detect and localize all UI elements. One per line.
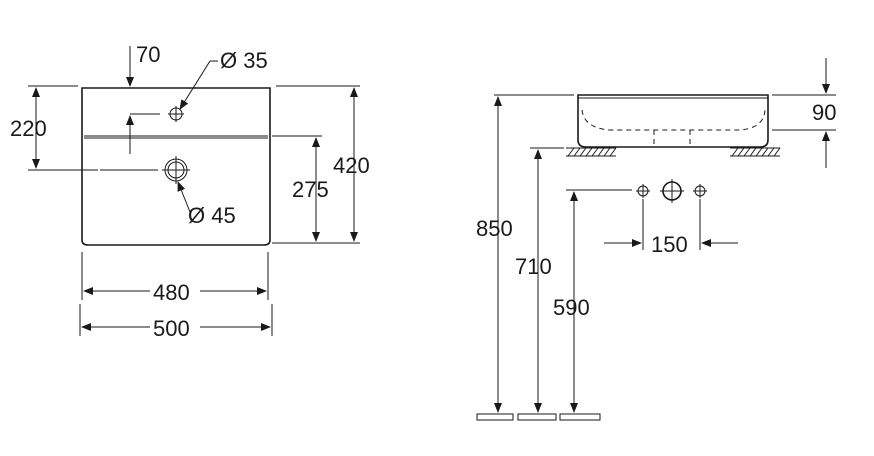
dim-depth-to-drain: 220 — [10, 116, 47, 141]
dim-tap-spacing: 150 — [651, 232, 688, 257]
dim-inner-width: 480 — [153, 280, 190, 305]
countertop — [566, 147, 781, 157]
plan-view: 70 Ø 35 Ø 45 220 275 420 480 — [10, 42, 370, 341]
tap-holes-front — [636, 179, 707, 203]
dim-counter-height: 710 — [515, 254, 552, 279]
dim-depth-to-ledge: 275 — [292, 177, 329, 202]
floor-block-3 — [559, 413, 601, 421]
dim-tap-offset: 70 — [136, 42, 160, 67]
basin-profile — [577, 94, 769, 148]
floor-block-1 — [476, 413, 514, 421]
tap-hole — [168, 106, 184, 122]
basin-ledge — [84, 135, 268, 139]
dim-tap-height: 590 — [553, 295, 590, 320]
basin-outline — [81, 87, 271, 246]
side-view: 90 850 710 590 — [476, 58, 836, 421]
dim-tap-hole: Ø 35 — [220, 48, 268, 73]
dim-mounting-height: 850 — [476, 216, 513, 241]
dim-drain-hole: Ø 45 — [188, 203, 236, 228]
dim-total-width: 500 — [153, 316, 190, 341]
basin-bowl-hidden — [581, 109, 766, 131]
drain-hole — [162, 156, 190, 184]
dim-basin-height: 90 — [812, 100, 836, 125]
dim-total-depth: 420 — [333, 153, 370, 178]
floor-block-2 — [517, 413, 557, 421]
